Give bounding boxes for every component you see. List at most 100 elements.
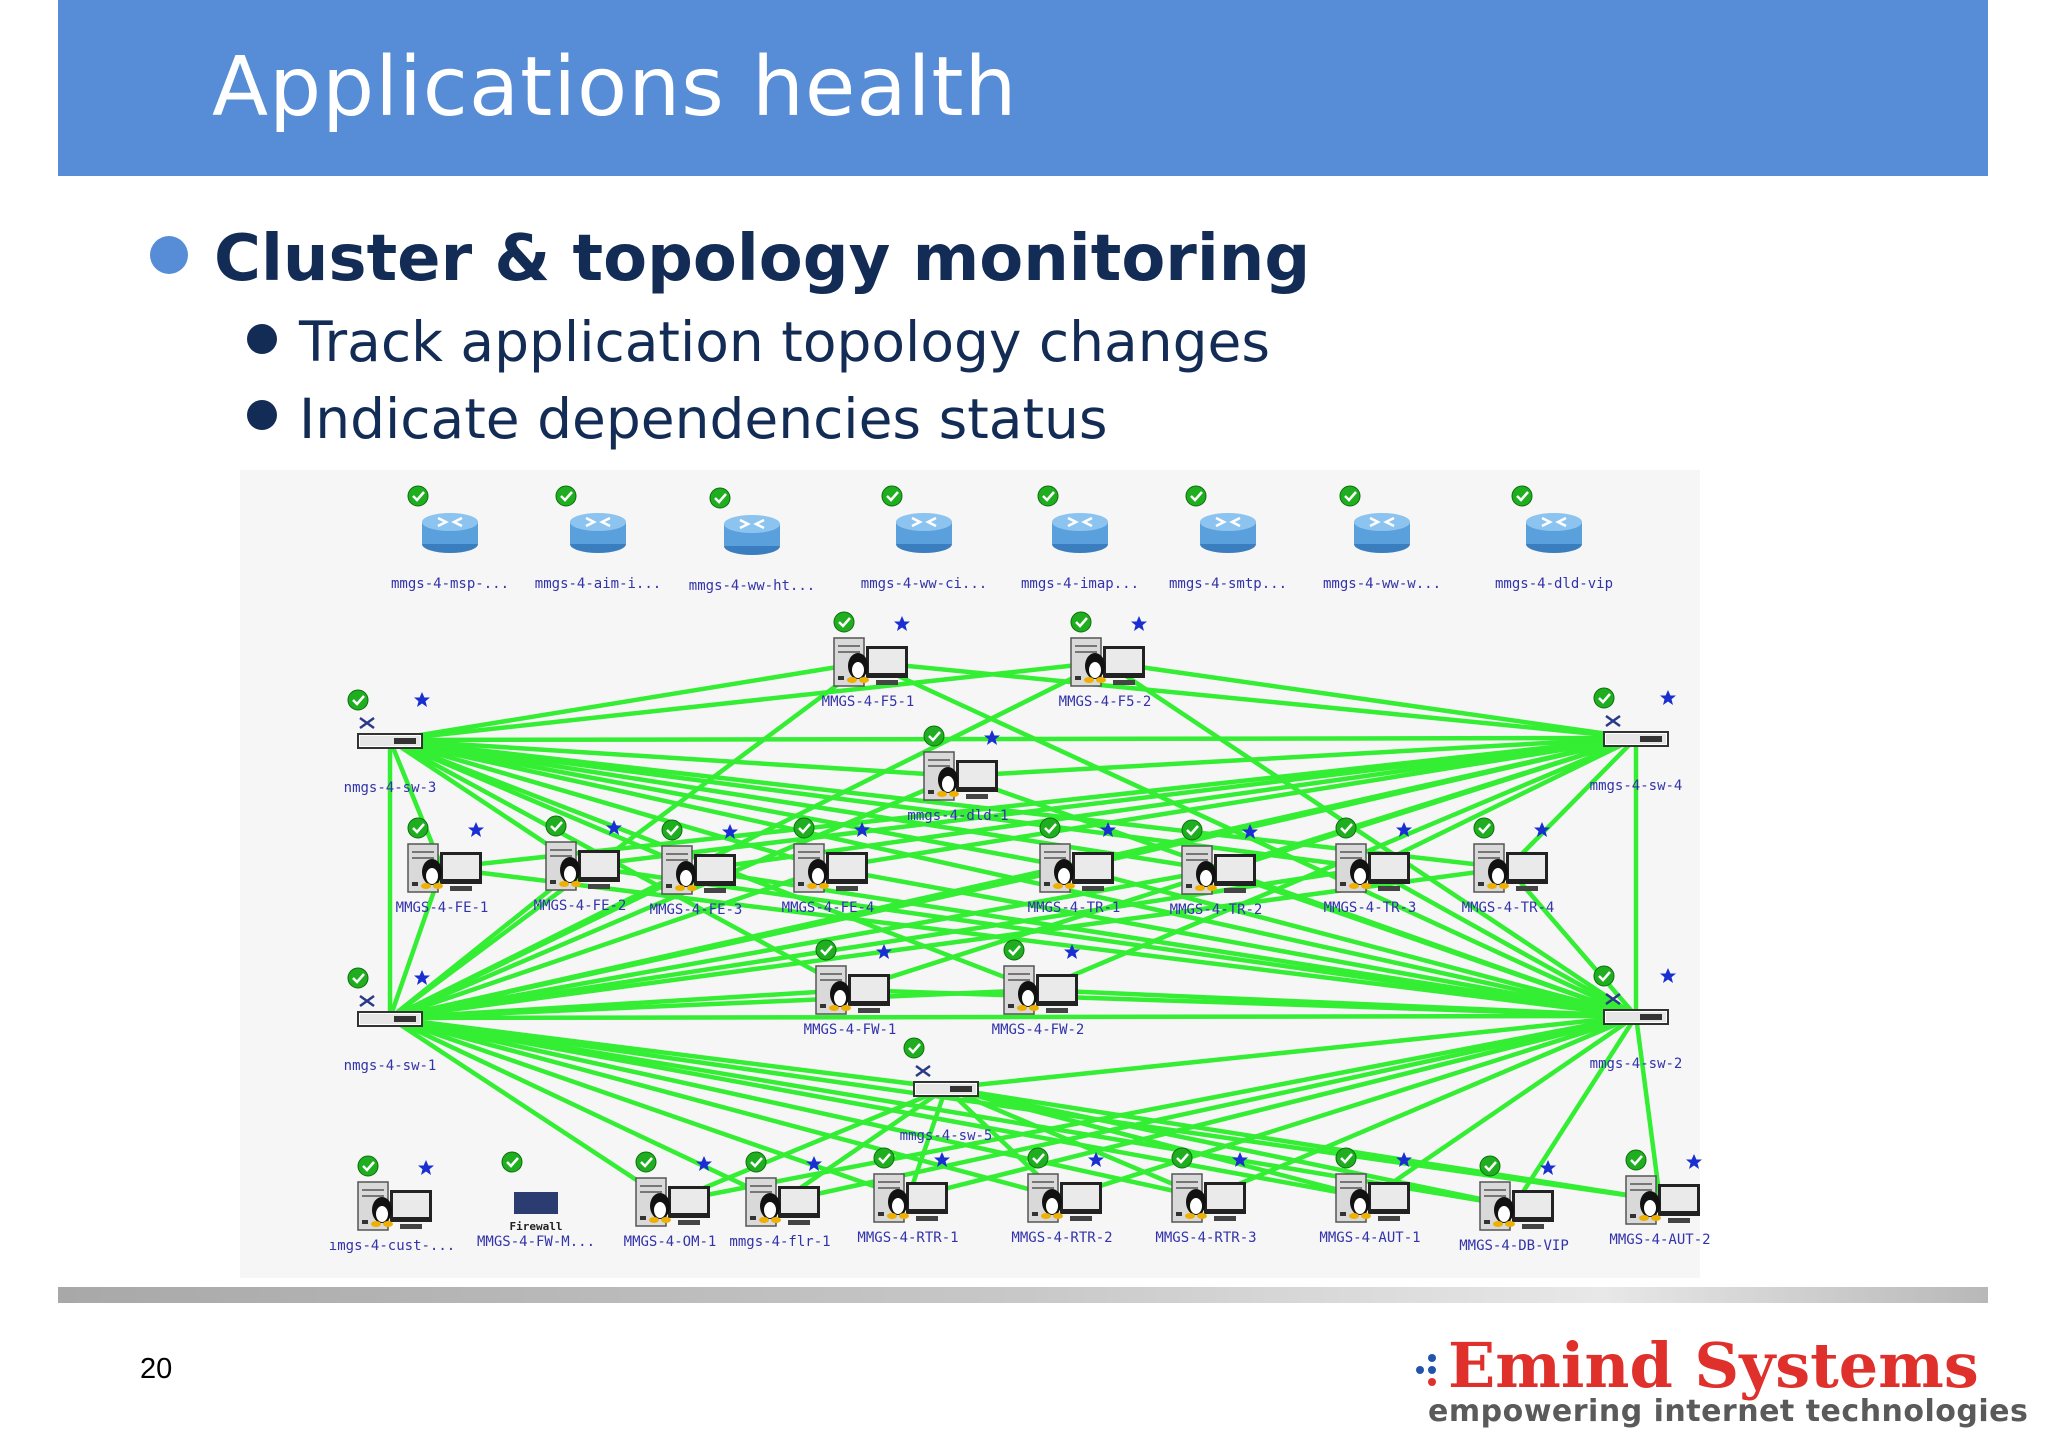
- router-node-r7[interactable]: mmgs-4-ww-w...: [1323, 484, 1441, 592]
- status-ok-icon: [1038, 816, 1062, 840]
- server-node-flr[interactable]: mmgs-4-flr-1: [729, 1150, 831, 1250]
- topology-link: [387, 867, 445, 1019]
- server-node-f52[interactable]: MMGS-4-F5-2: [1059, 610, 1152, 710]
- topology-link: [389, 1015, 1661, 1203]
- server-node-fw1[interactable]: MMGS-4-FW-1: [804, 938, 897, 1038]
- server-node-om1[interactable]: MMGS-4-OM-1: [624, 1150, 717, 1250]
- status-ok-icon: [744, 1150, 768, 1174]
- server-node-cust[interactable]: ımgs-4-cust-...: [329, 1154, 455, 1254]
- server-node-f51[interactable]: MMGS-4-F5-1: [822, 610, 915, 710]
- topology-link: [441, 865, 1637, 1019]
- server-node-tr1[interactable]: MMGS-4-TR-1: [1028, 816, 1121, 916]
- logo-tagline: empowering internet technologies: [1428, 1394, 2029, 1429]
- topology-link: [389, 865, 1509, 1021]
- server-node-fwm[interactable]: FirewallMMGS-4-FW-M...: [477, 1150, 595, 1250]
- status-ok-icon: [814, 938, 838, 962]
- switch-node-sw2[interactable]: mmgs-4-sw-2: [1590, 964, 1683, 1072]
- status-ok-icon: [1170, 1146, 1194, 1170]
- status-ok-icon: [346, 966, 370, 990]
- server-node-aut1[interactable]: MMGS-4-AUT-1: [1319, 1146, 1421, 1246]
- topology-link: [695, 867, 1637, 1019]
- server-node-aut2[interactable]: MMGS-4-AUT-2: [1609, 1148, 1711, 1248]
- router-node-r1[interactable]: mmgs-4-msp-...: [391, 484, 509, 592]
- switch-icon: [912, 1064, 980, 1098]
- router-node-r4[interactable]: mmgs-4-ww-ci...: [861, 484, 987, 592]
- server-node-fe2[interactable]: MMGS-4-FE-2: [534, 814, 627, 914]
- star-icon: [414, 970, 430, 985]
- server-icon: [357, 1181, 433, 1231]
- status-ok-icon: [406, 484, 430, 508]
- router-icon: [1352, 511, 1412, 555]
- server-label: MMGS-4-RTR-1: [857, 1230, 958, 1246]
- topology-link: [389, 1015, 1207, 1201]
- switch-node-sw5[interactable]: mmgs-4-sw-5: [900, 1036, 993, 1144]
- router-label: mmgs-4-dld-vip: [1495, 576, 1613, 592]
- star-icon: [418, 1160, 434, 1175]
- server-label: MMGS-4-RTR-3: [1155, 1230, 1256, 1246]
- router-label: mmgs-4-ww-ci...: [861, 576, 987, 592]
- topology-link: [389, 737, 1075, 871]
- server-node-rtr3[interactable]: MMGS-4-RTR-3: [1155, 1146, 1257, 1246]
- status-ok-icon: [902, 1036, 926, 1060]
- topology-link: [1215, 867, 1637, 1019]
- switch-node-sw1[interactable]: nmgs-4-sw-1: [344, 966, 437, 1074]
- server-icon: [1003, 965, 1079, 1015]
- company-logo: Emind Systems empowering internet techno…: [1412, 1330, 2028, 1430]
- router-icon: [1524, 511, 1584, 555]
- bullet-dot: [150, 236, 188, 274]
- router-node-r8[interactable]: mmgs-4-dld-vip: [1495, 484, 1613, 592]
- topology-link: [905, 1087, 949, 1199]
- server-node-dld[interactable]: mmgs-4-dld-1: [907, 724, 1009, 824]
- router-node-r2[interactable]: mmgs-4-aim-i...: [535, 484, 661, 592]
- server-label: MMGS-4-FE-2: [534, 898, 627, 914]
- server-node-fe3[interactable]: MMGS-4-FE-3: [650, 818, 743, 918]
- server-label: MMGS-4-DB-VIP: [1459, 1238, 1569, 1254]
- status-ok-icon: [708, 486, 732, 510]
- switch-node-sw3[interactable]: nmgs-4-sw-3: [344, 688, 437, 796]
- topology-link: [389, 1015, 781, 1205]
- router-node-r6[interactable]: mmgs-4-smtp...: [1169, 484, 1287, 592]
- server-label: MMGS-4-TR-1: [1028, 900, 1121, 916]
- router-node-r3[interactable]: mmgs-4-ww-ht...: [689, 486, 815, 594]
- switch-icon: [356, 716, 424, 750]
- topology-link: [388, 1016, 672, 1204]
- server-icon: [1027, 1173, 1103, 1223]
- router-icon: [1198, 511, 1258, 555]
- server-node-fe4[interactable]: MMGS-4-FE-4: [782, 816, 875, 916]
- router-label: mmgs-4-ww-w...: [1323, 576, 1441, 592]
- topology-link: [389, 987, 1039, 1021]
- status-ok-icon: [1472, 816, 1496, 840]
- status-ok-icon: [1334, 816, 1358, 840]
- topology-link: [389, 735, 1637, 1021]
- server-node-tr2[interactable]: MMGS-4-TR-2: [1170, 818, 1263, 918]
- status-ok-icon: [660, 818, 684, 842]
- server-node-tr3[interactable]: MMGS-4-TR-3: [1324, 816, 1417, 916]
- server-node-fw2[interactable]: MMGS-4-FW-2: [992, 938, 1085, 1038]
- server-label: MMGS-4-FE-4: [782, 900, 875, 916]
- server-node-dbvip[interactable]: MMGS-4-DB-VIP: [1459, 1154, 1569, 1254]
- server-label: MMGS-4-TR-2: [1170, 902, 1263, 918]
- topology-link: [389, 1015, 909, 1201]
- server-label: MMGS-4-AUT-2: [1609, 1232, 1710, 1248]
- server-node-tr4[interactable]: MMGS-4-TR-4: [1462, 816, 1555, 916]
- topology-link: [1506, 736, 1638, 870]
- topology-link: [389, 1015, 1371, 1201]
- server-label: MMGS-4-FE-1: [396, 900, 489, 916]
- server-label: MMGS-4-FW-M...: [477, 1234, 595, 1250]
- router-node-r5[interactable]: mmgs-4-imap...: [1021, 484, 1139, 592]
- server-label: MMGS-4-RTR-2: [1011, 1230, 1112, 1246]
- topology-link: [1512, 1014, 1638, 1208]
- switch-node-sw4[interactable]: mmgs-4-sw-4: [1590, 686, 1683, 794]
- server-node-rtr1[interactable]: MMGS-4-RTR-1: [857, 1146, 959, 1246]
- status-ok-icon: [1592, 964, 1616, 988]
- server-node-rtr2[interactable]: MMGS-4-RTR-2: [1011, 1146, 1113, 1246]
- server-label: MMGS-4-AUT-1: [1319, 1230, 1420, 1246]
- status-ok-icon: [406, 816, 430, 840]
- server-icon: [1479, 1181, 1555, 1231]
- slide-title: Applications health: [212, 40, 1018, 135]
- server-node-fe1[interactable]: MMGS-4-FE-1: [396, 816, 489, 916]
- firewall-icon: [514, 1192, 558, 1214]
- status-ok-icon: [792, 816, 816, 840]
- topology-link: [957, 735, 1637, 779]
- topology-link: [669, 1085, 947, 1205]
